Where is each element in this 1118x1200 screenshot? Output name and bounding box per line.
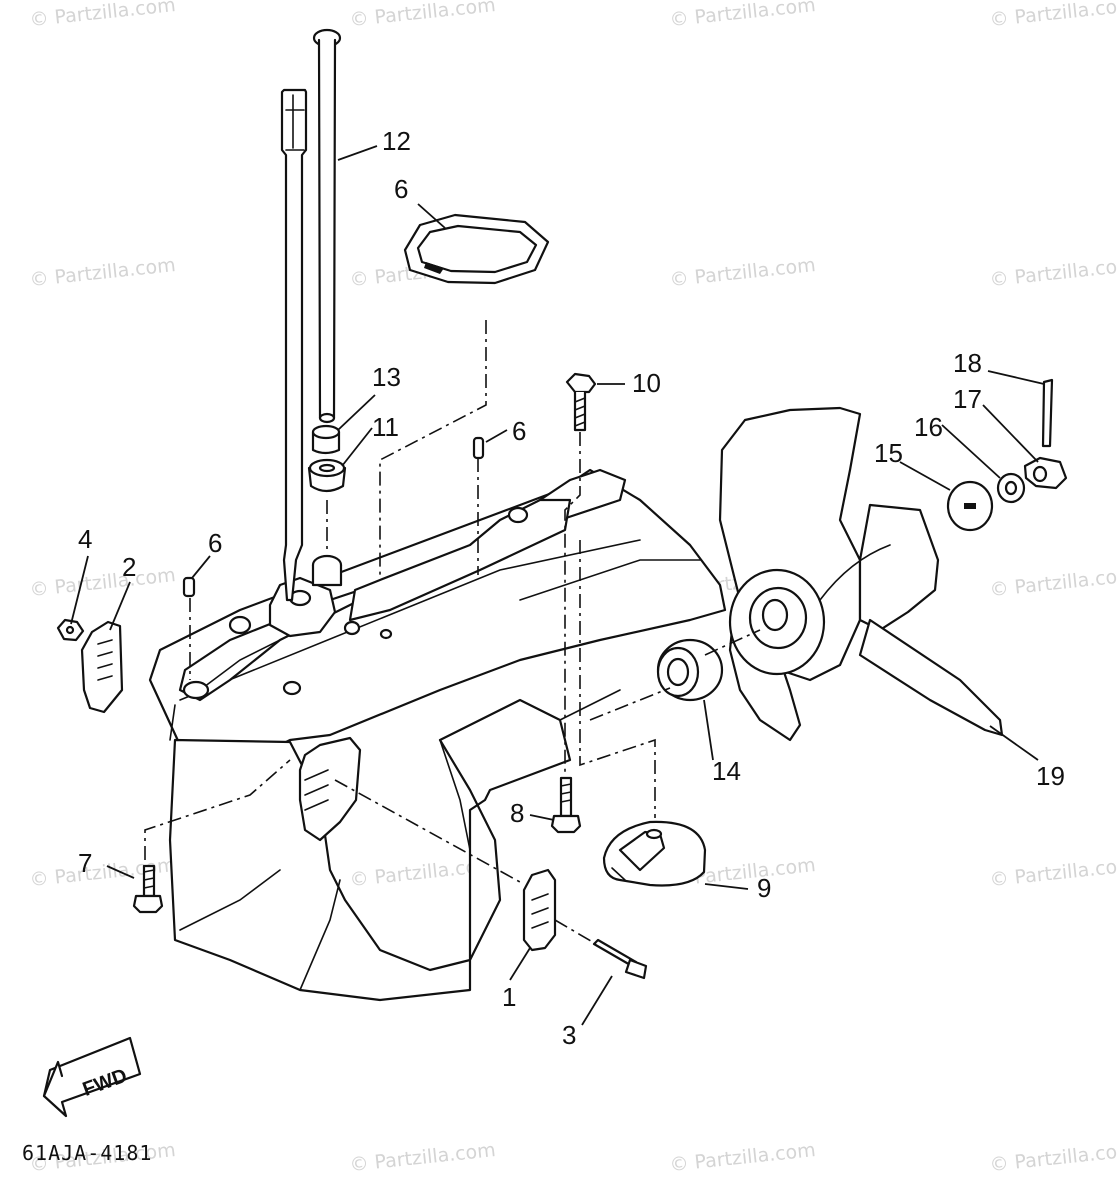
gasket (403, 213, 550, 285)
callout-15: 15 (874, 438, 903, 468)
callout-labels: 12 6 13 11 6 10 4 2 6 7 8 9 1 3 14 19 15… (78, 126, 1065, 1050)
callout-3: 3 (562, 1020, 576, 1050)
callout-11: 11 (372, 412, 399, 442)
shift-rod (312, 28, 342, 424)
watermark-text: © Partzilla.com (29, 254, 177, 291)
callout-12: 12 (382, 126, 411, 156)
nut-4 (56, 618, 85, 642)
watermark-text: © Partzilla.com (989, 0, 1118, 31)
bolt-10 (565, 372, 597, 432)
watermark-text: © Partzilla.com (989, 564, 1118, 601)
leader-lines (70, 145, 1045, 1026)
callout-5: 6 (394, 174, 408, 204)
oil-seal (307, 458, 347, 493)
callout-8: 8 (510, 798, 524, 828)
anode-1 (522, 868, 557, 952)
watermark-text: © Partzilla.com (989, 1139, 1118, 1176)
watermark-text: © Partzilla.com (29, 0, 177, 31)
watermark-text: © Partzilla.com (349, 1139, 497, 1176)
cotter-pin-18 (1041, 378, 1054, 448)
trim-tab-9 (602, 820, 707, 887)
screw-3 (592, 938, 648, 980)
dowel-pin-upper (472, 436, 485, 460)
assembly-lines (144, 320, 761, 945)
callout-1: 1 (502, 982, 516, 1012)
watermark-text: © Partzilla.com (669, 1139, 817, 1176)
propeller-nut-17 (1023, 456, 1068, 490)
bolt-7 (132, 864, 164, 914)
bushing (311, 424, 341, 455)
callout-4: 4 (78, 524, 92, 554)
callout-6-upper: 6 (512, 416, 526, 446)
callout-6-left: 6 (208, 528, 222, 558)
watermark-text: © Partzilla.com (669, 0, 817, 31)
callout-13: 13 (372, 362, 401, 392)
propeller-19 (718, 406, 1004, 742)
watermark-text: © Partzilla.com (989, 854, 1118, 891)
diagram-code: 61AJA-4181 (22, 1141, 152, 1165)
callout-18: 18 (953, 348, 982, 378)
dowel-pin-left (182, 576, 196, 598)
anode-2 (80, 620, 124, 714)
callout-17: 17 (953, 384, 982, 414)
watermark-text: © Partzilla.com (29, 564, 177, 601)
washer-16 (996, 472, 1026, 504)
lower-case-housing (148, 468, 727, 1002)
forward-direction-arrow (42, 1036, 142, 1118)
watermark-text: © Partzilla.com (989, 254, 1118, 291)
callout-16: 16 (914, 412, 943, 442)
watermark-text: © Partzilla.com (349, 0, 497, 31)
bolt-8 (550, 776, 582, 834)
callout-7: 7 (78, 848, 92, 878)
thrust-spacer-14 (656, 638, 724, 702)
callout-19: 19 (1036, 761, 1065, 791)
housing-anode (298, 736, 362, 842)
washer-15 (946, 480, 994, 532)
callout-14: 14 (712, 756, 741, 786)
drive-shaft (280, 88, 308, 602)
callout-10: 10 (632, 368, 661, 398)
watermark-text: © Partzilla.com (669, 254, 817, 291)
callout-2: 2 (122, 552, 136, 582)
callout-9: 9 (757, 873, 771, 903)
